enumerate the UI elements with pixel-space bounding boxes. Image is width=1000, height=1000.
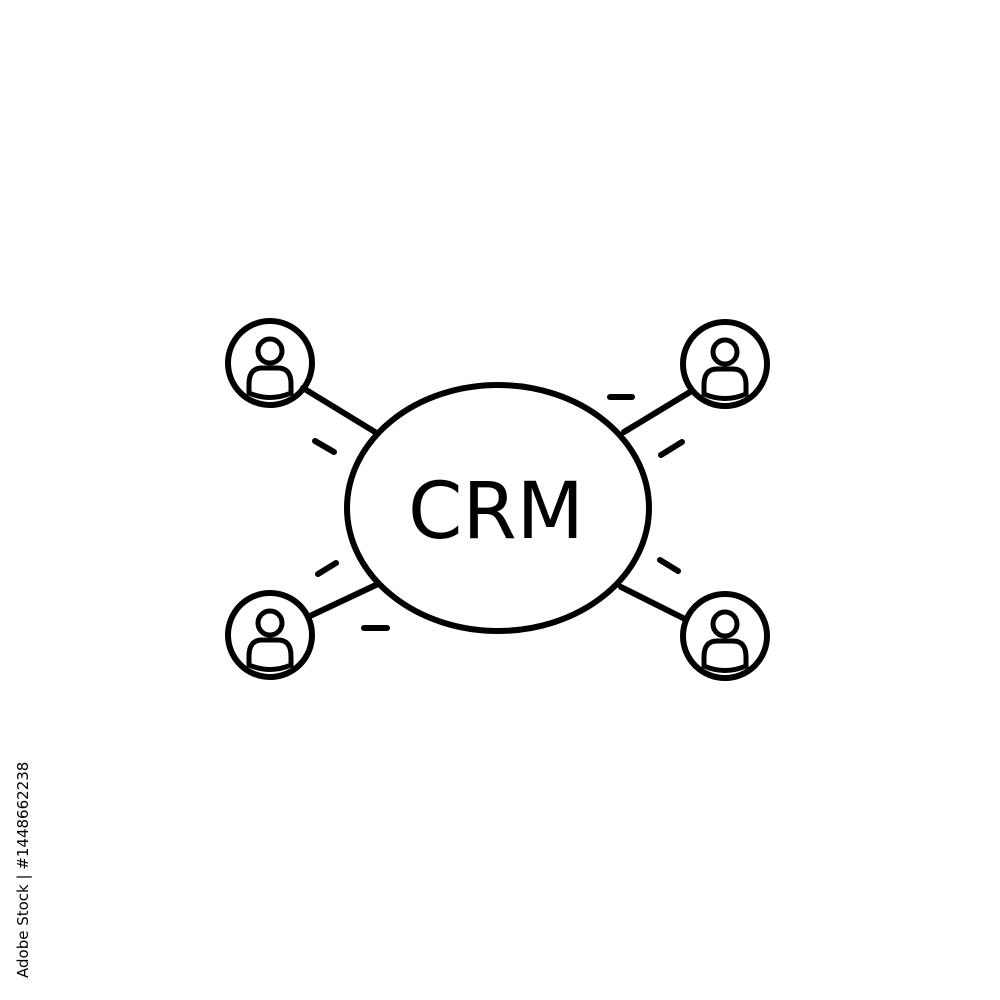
- user-icon: [701, 337, 749, 401]
- stock-id-text: Adobe Stock | #1448662238: [14, 762, 32, 978]
- connector-line-bottom-right: [618, 584, 688, 622]
- user-node-top-right: [680, 319, 770, 409]
- user-node-top-left: [225, 318, 315, 408]
- crm-center-label: CRM: [408, 467, 584, 557]
- dash-accent: [315, 560, 339, 577]
- connector-line-bottom-left: [307, 581, 381, 619]
- dash-accent: [658, 439, 685, 458]
- dash-accent: [312, 438, 337, 455]
- user-node-bottom-right: [680, 591, 770, 681]
- user-icon: [701, 609, 749, 673]
- stock-id-watermark: Adobe Stock | #1448662238: [14, 762, 32, 978]
- user-icon: [246, 608, 294, 672]
- connector-line-top-left: [300, 385, 378, 435]
- crm-center-ellipse: [344, 382, 652, 634]
- dash-accent: [657, 557, 681, 574]
- user-node-bottom-left: [225, 590, 315, 680]
- connector-line-top-right: [621, 389, 693, 435]
- user-icon: [246, 336, 294, 400]
